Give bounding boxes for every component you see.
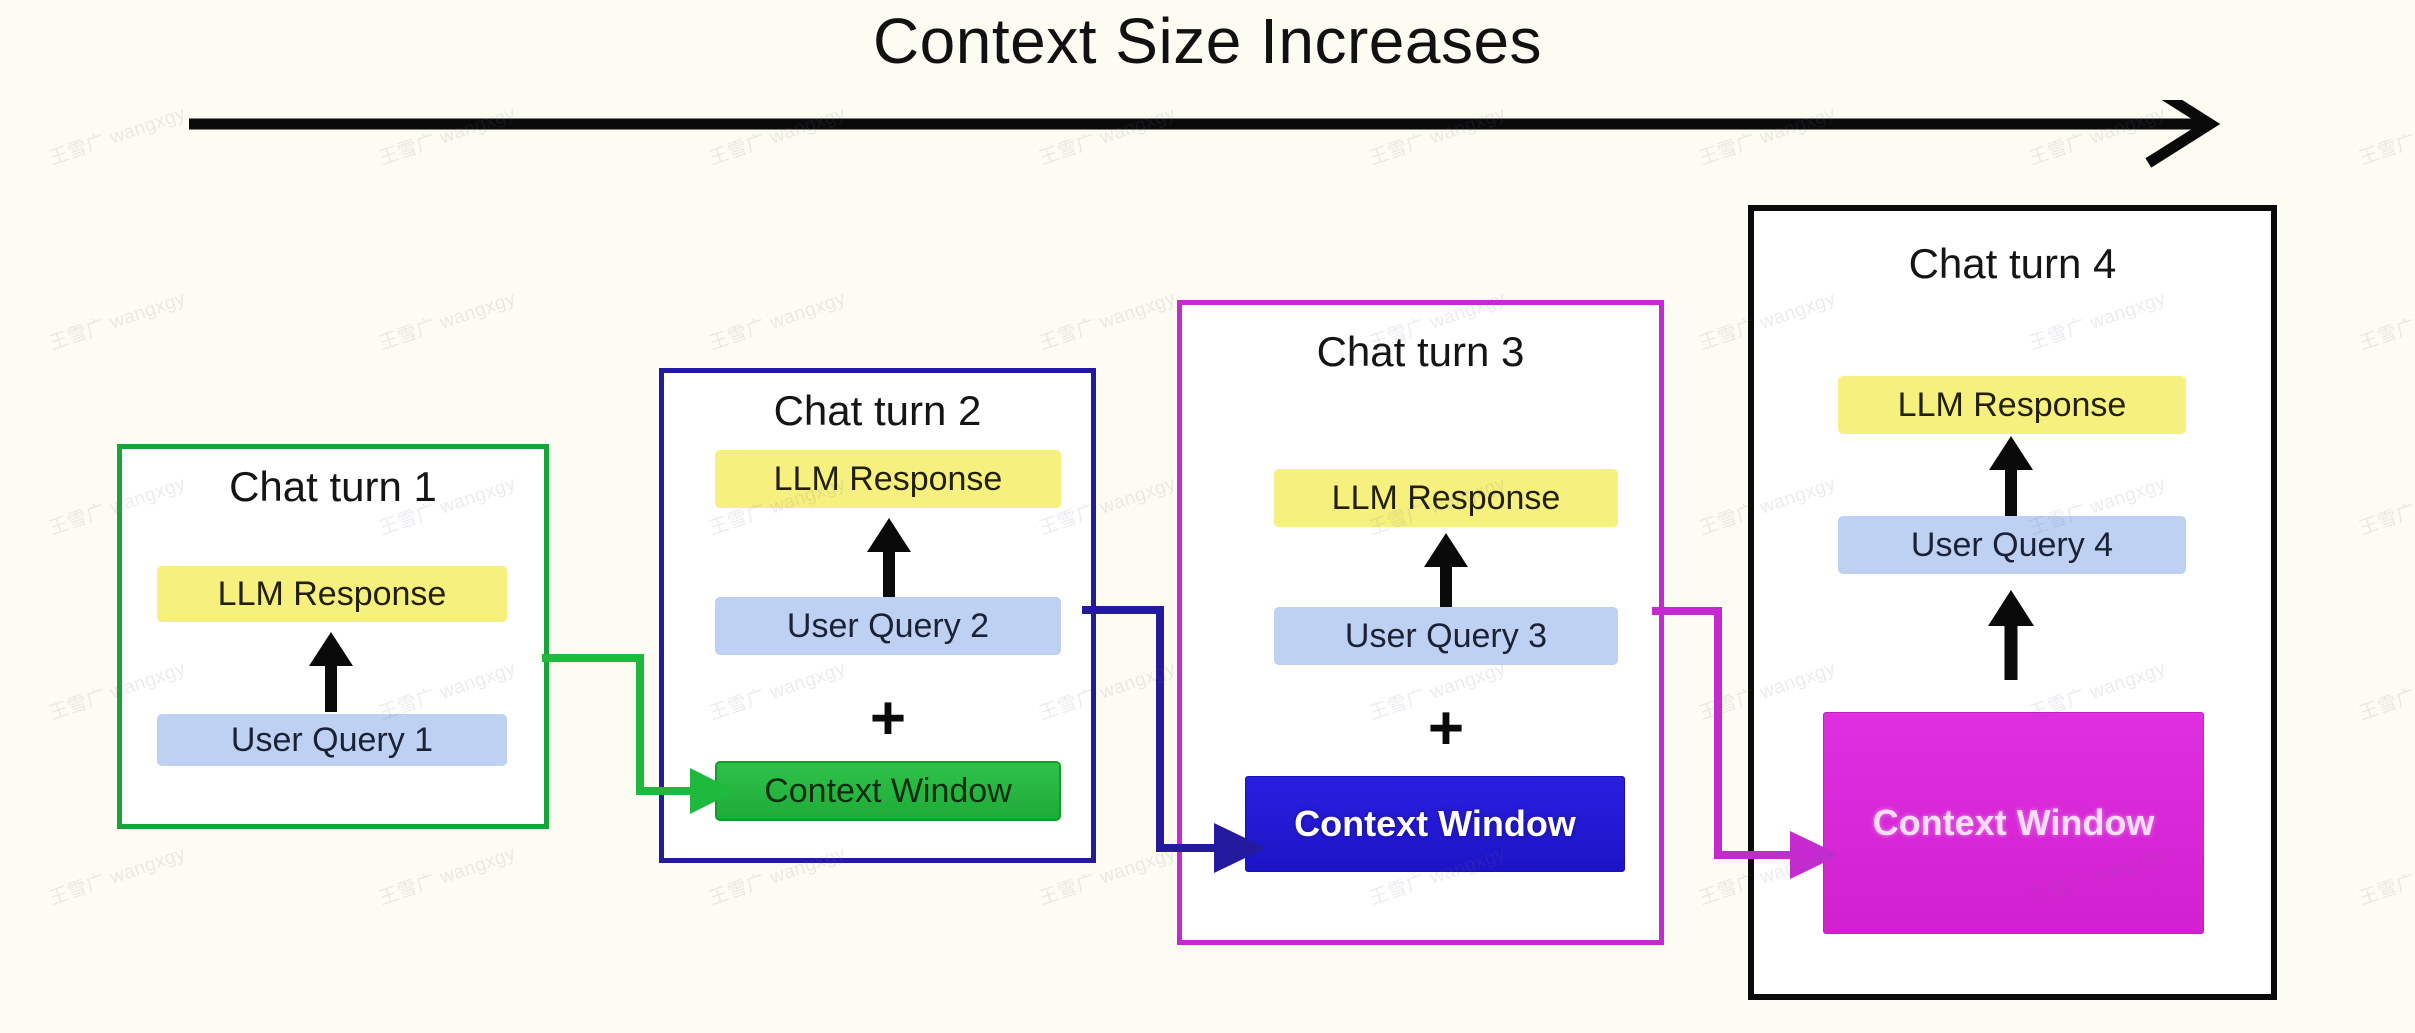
llm-response-box-1[interactable]: LLM Response: [157, 566, 507, 622]
watermark-text: 王雪广 wangxgy: [705, 1024, 849, 1033]
watermark-text: 王雪广 wangxgy: [2356, 288, 2415, 355]
watermark-text: 王雪广 wangxgy: [45, 1024, 189, 1033]
connector-turn3-to-turn4: [1652, 607, 1840, 879]
user-query-box-4[interactable]: User Query 4: [1838, 516, 2186, 574]
chat-turn-3-title: Chat turn 3: [1316, 328, 1525, 375]
plus-sign-3: +: [1427, 694, 1465, 763]
chat-turn-2-title: Chat turn 2: [773, 387, 982, 434]
page-title: Context Size Increases: [872, 5, 1543, 77]
watermark-text: 王雪广 wangxgy: [2025, 1024, 2169, 1033]
watermark-text: 王雪广 wangxgy: [2356, 843, 2415, 910]
llm-response-box-3[interactable]: LLM Response: [1274, 469, 1618, 527]
watermark-text: 王雪广 wangxgy: [706, 288, 849, 355]
watermark-text: 王雪广 wangxgy: [375, 1024, 519, 1033]
user-query-box-1[interactable]: User Query 1: [157, 714, 507, 766]
connector-turn2-to-turn3: [1082, 606, 1266, 873]
watermark-text: 王雪广 wangxgy: [2356, 103, 2415, 170]
watermark-text: 王雪广 wangxgy: [376, 843, 519, 910]
connector-turn1-to-turn2: [542, 654, 736, 814]
right-arrow-icon: [189, 100, 2221, 168]
watermark-text: 王雪广 wangxgy: [1695, 1024, 1839, 1033]
chat-turn-4-title: Chat turn 4: [1908, 240, 2117, 287]
watermark-text: 王雪广 wangxgy: [376, 288, 519, 355]
plus-sign-2: +: [869, 684, 907, 753]
llm-response-box-4[interactable]: LLM Response: [1838, 376, 2186, 434]
watermark-text: 王雪广 wangxgy: [2356, 658, 2415, 725]
context-window-box-2[interactable]: Context Window: [715, 761, 1061, 821]
arrow-up-icon-4b: [1988, 590, 2034, 680]
watermark-text: 王雪广 wangxgy: [1365, 1024, 1509, 1033]
user-query-box-2[interactable]: User Query 2: [715, 597, 1061, 655]
arrow-up-icon-2: [867, 518, 911, 598]
user-query-box-3[interactable]: User Query 3: [1274, 607, 1618, 665]
arrow-up-icon-1: [309, 632, 353, 712]
watermark-text: 王雪广 wangxgy: [46, 288, 189, 355]
chat-turn-1-title: Chat turn 1: [229, 463, 437, 510]
watermark-text: 王雪广 wangxgy: [1036, 288, 1179, 355]
arrow-up-icon-3: [1424, 533, 1468, 613]
context-window-box-4[interactable]: Context Window: [1823, 712, 2204, 934]
arrow-up-icon-4a: [1989, 436, 2033, 516]
context-window-box-3[interactable]: Context Window: [1245, 776, 1625, 872]
watermark-text: 王雪广 wangxgy: [46, 103, 189, 170]
watermark-text: 王雪广 wangxgy: [2356, 473, 2415, 540]
watermark-text: 王雪广 wangxgy: [1035, 1024, 1179, 1033]
watermark-text: 王雪广 wangxgy: [2355, 1024, 2415, 1033]
watermark-text: 王雪广 wangxgy: [46, 843, 189, 910]
llm-response-box-2[interactable]: LLM Response: [715, 450, 1061, 508]
